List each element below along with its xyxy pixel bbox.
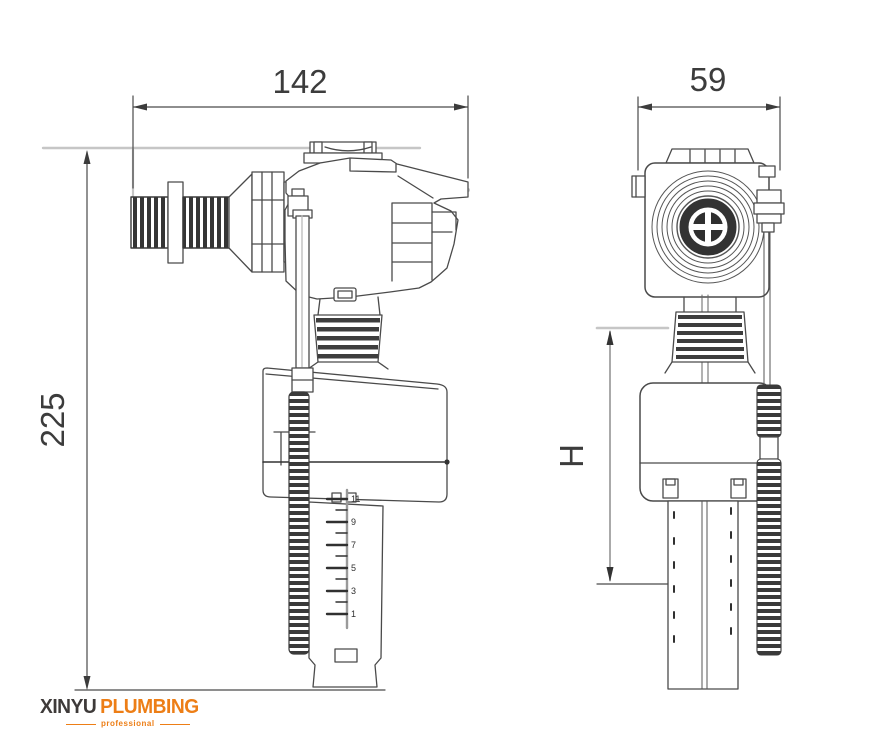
dim-width-front-label: 59 [690,61,727,98]
logo-rule-right [159,723,190,725]
logo-rule-left [66,723,96,725]
bellows-side [307,314,389,370]
dimension-arrow-right [766,103,780,111]
dim-height-label: 225 [34,392,71,447]
logo-tagline-row: professional [66,720,190,728]
dimension-arrow-down [83,676,91,690]
scale-label: 7 [351,540,356,550]
rod-bracket [273,431,316,466]
dimension-142: 142 [132,63,469,189]
adjustment-rod-side [288,209,314,655]
dimension-arrow-down [606,567,614,582]
scale-minor-ticks [335,509,348,603]
dimension-H: H [553,326,670,585]
seal-ring [679,198,737,256]
valve-body-side [284,141,469,316]
lower-shank-side: 11 9 7 5 3 1 [308,488,384,688]
lower-shank-front [667,500,739,690]
dim-width-label: 142 [272,63,327,100]
top-cap-front [665,148,755,164]
lever-ratchet [391,202,433,282]
threaded-rod [288,391,310,655]
scale-label: 1 [351,609,356,619]
side-view: 11 9 7 5 3 1 142 [34,63,470,691]
dimension-59: 59 [637,61,781,171]
scale-label: 9 [351,517,356,527]
scale-label: 11 [351,494,360,504]
float-front [639,382,773,502]
dimension-arrow-right [454,103,468,111]
dimension-arrow-left [638,103,652,111]
dimension-arrow-up [606,330,614,345]
valve-head-front [631,148,770,386]
front-view: 59 H [553,61,785,690]
logo-tagline-text: professional [101,719,155,728]
dim-height-front-label: H [553,444,590,468]
threaded-rod-front [753,165,785,656]
logo-brand-accent-text: PLUMBING [100,696,199,718]
inlet-shank [130,171,297,273]
scale-major-ticks [325,497,349,616]
bellows-front [664,311,756,374]
scale-label: 3 [351,586,356,596]
dimension-225: 225 [34,150,386,691]
dimension-arrow-up [83,150,91,164]
logo-brand-text: XINYU [40,696,97,718]
dimension-arrow-left [133,103,147,111]
scale-label: 5 [351,563,356,573]
